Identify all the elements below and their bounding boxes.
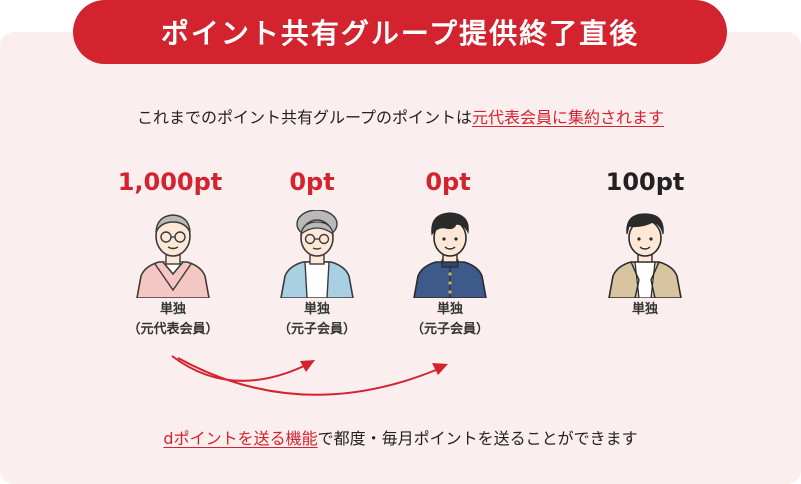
label-member-3-line2: （元子会員） [410,322,489,337]
lead-highlight: 元代表会員に集約されます [472,108,665,127]
person-grandmother-icon [280,210,354,298]
points-member-1: 1,000pt [117,168,223,196]
points-member-3: 0pt [425,168,471,196]
footer-plain: で都度・毎月ポイントを送ることができます [317,429,638,448]
lead-text: これまでのポイント共有グループのポイントは元代表会員に集約されます [0,104,801,128]
label-member-1: 単独 （元代表会員） [103,300,243,340]
arrow-head-member-3-icon [432,363,448,375]
content-panel [0,32,801,484]
send-points-link[interactable]: dポイントを送る機能 [163,429,318,448]
page-title: ポイント共有グループ提供終了直後 [160,17,640,50]
label-member-2-line1: 単独 [303,302,330,317]
title-banner: ポイント共有グループ提供終了直後 [73,0,727,64]
points-member-4: 100pt [605,168,685,196]
lead-plain: これまでのポイント共有グループのポイントは [136,108,473,127]
label-member-4-line1: 単独 [631,302,658,317]
label-member-4: 単独 [575,300,715,320]
arrow-to-member-2-icon [171,355,305,382]
person-grandfather-icon [136,214,210,298]
points-member-2: 0pt [289,168,335,196]
person-man-icon [608,213,682,298]
arrow-to-member-3-icon [177,357,437,396]
label-member-3-line1: 単独 [436,302,463,317]
label-member-2-line2: （元子会員） [277,322,356,337]
label-member-2: 単独 （元子会員） [247,300,387,340]
label-member-1-line1: 単独 [159,302,186,317]
person-student-icon [413,212,487,298]
footer-text: dポイントを送る機能で都度・毎月ポイントを送ることができます [0,425,801,449]
label-member-1-line2: （元代表会員） [127,322,219,337]
label-member-3: 単独 （元子会員） [380,300,520,340]
arrow-head-member-2-icon [300,360,315,372]
